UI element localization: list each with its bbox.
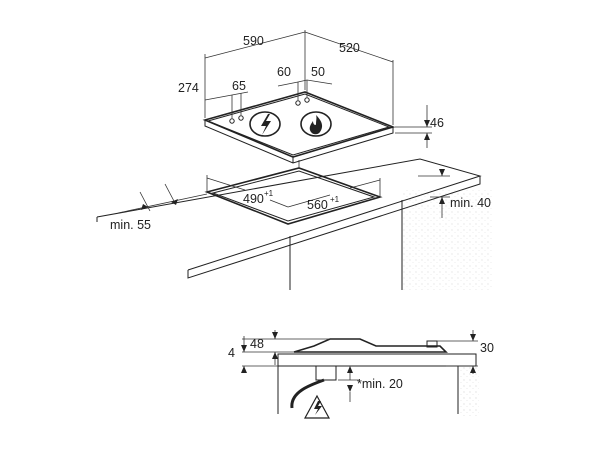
dim-line-520 — [304, 31, 394, 63]
dim-30: 30 — [480, 341, 494, 355]
electric-icon — [261, 114, 271, 135]
dim-60: 60 — [277, 65, 291, 79]
dim-46: 46 — [430, 116, 444, 130]
dim-65: 65 — [232, 79, 246, 93]
cutout-outline — [204, 167, 383, 225]
dim-4: 4 — [228, 346, 235, 360]
worktop-section — [277, 353, 477, 367]
dim-490-tolerance: +1 — [264, 189, 274, 198]
section-view: 48 4 30 *min. 20 — [228, 330, 494, 419]
hob-perspective: 590 520 274 65 60 50 46 — [178, 30, 444, 164]
hob-top-surface — [202, 91, 396, 158]
dim-min-40: min. 40 — [450, 196, 491, 210]
hob-side — [204, 120, 394, 164]
flame-icon — [309, 115, 323, 135]
dim-590: 590 — [243, 34, 264, 48]
hob-top-inner-edge — [206, 93, 391, 156]
dim-520: 520 — [339, 41, 360, 55]
hob-body-section — [293, 338, 448, 353]
dim-48: 48 — [250, 337, 264, 351]
dim-560: 560 — [307, 198, 328, 212]
electric-plate — [249, 111, 281, 137]
countertop: 490 +1 560 +1 min. 40 min. 55 — [96, 158, 493, 290]
worktop-edge — [96, 158, 482, 271]
dim-560-tolerance: +1 — [330, 195, 340, 204]
dim-min-55: min. 55 — [110, 218, 151, 232]
gas-burner — [300, 111, 332, 137]
power-cable — [290, 378, 325, 409]
dim-50: 50 — [311, 65, 325, 79]
electric-warning-icon — [314, 401, 322, 415]
dim-274: 274 — [178, 81, 199, 95]
dim-490: 490 — [243, 192, 264, 206]
dim-line-590 — [204, 31, 306, 59]
knob-icon — [229, 118, 235, 124]
dim-min-20: *min. 20 — [357, 377, 403, 391]
